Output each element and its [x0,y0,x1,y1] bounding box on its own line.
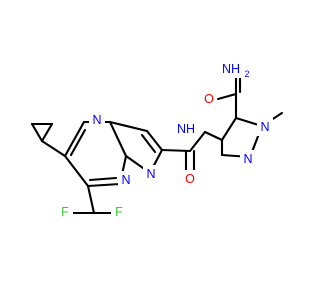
bond [63,154,90,188]
bond [69,128,87,157]
atom-nh2-sub: 2 [244,69,249,79]
atom-nh2: NH 2 [219,60,250,79]
molecule-structure: NH 2 O N N NH O N N [30,60,284,221]
atom-f2-text: F [115,205,123,219]
atom-n-pyrazole-text: N [243,152,252,166]
atom-n-pyrimidine-text: N [92,113,101,127]
atom-o-amide2: O [182,170,198,188]
atom-labels: NH 2 O N N NH O N N [57,60,273,221]
bond [220,116,238,142]
atom-f1-text: F [61,205,69,219]
bond [140,133,157,154]
atom-n-pyrimidine: N [89,111,105,129]
atom-f1: F [57,203,73,221]
bond [63,120,86,158]
atom-o-amide1-text: O [204,92,214,106]
atom-n-bridge-text: N [121,173,130,187]
bond [40,122,54,143]
bonds [30,70,284,215]
bond [88,176,118,182]
bond [108,120,149,133]
atom-o-amide1: O [201,90,217,108]
atom-n-bridge: N [118,171,134,189]
atom-nh-link-text: NH [177,122,195,136]
atom-n-pyrazolo: N [143,165,159,183]
atom-nh2-text: NH [222,62,240,76]
bond [216,92,238,101]
atom-nh-link: NH [177,121,197,137]
bond [108,120,128,158]
bond [86,184,96,215]
bond [30,122,44,143]
atom-n-pyrazole-methyl-text: N [260,120,269,134]
bond [40,139,67,158]
bond [203,130,224,142]
atom-o-amide2-text: O [185,172,195,186]
bond [188,130,207,153]
bond [86,182,122,188]
atom-n-pyrazolo-text: N [146,167,155,181]
atom-n-pyrazole: N [240,150,256,168]
atom-n-pyrazole-methyl: N [257,118,273,136]
atom-f2: F [111,203,127,221]
bond [145,129,164,152]
